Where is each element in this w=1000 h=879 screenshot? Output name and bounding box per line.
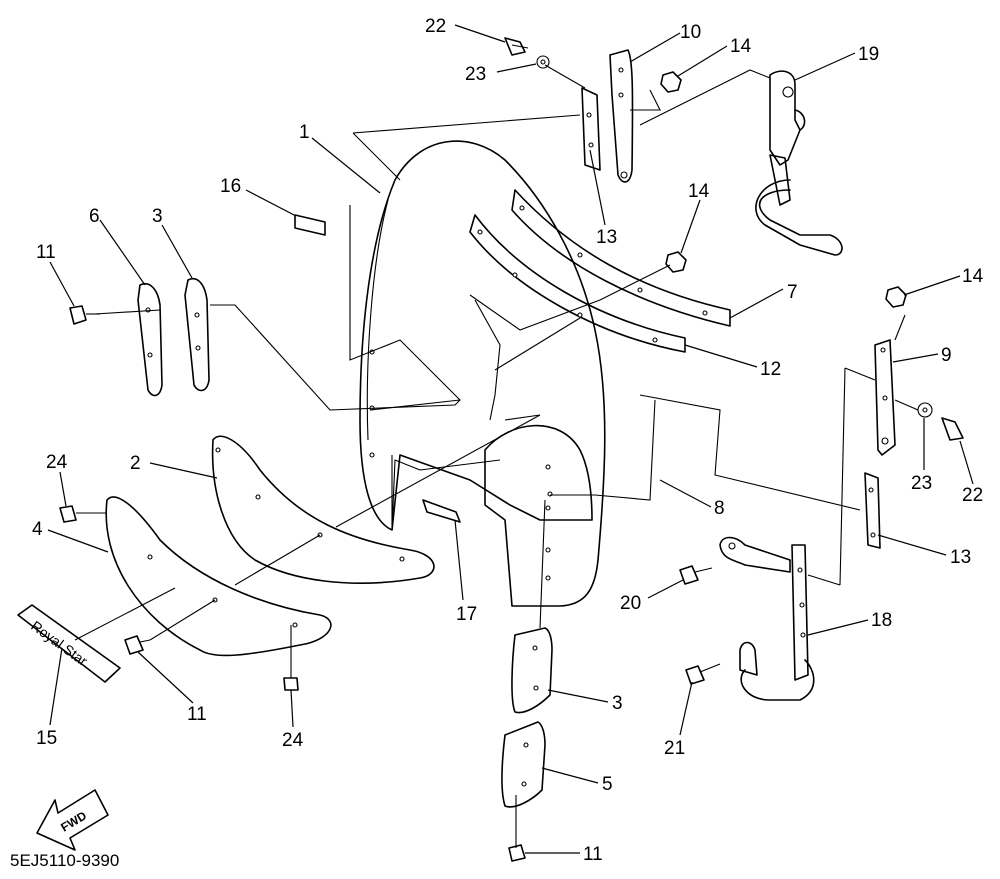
washer-23-right [917,402,933,418]
callout-label: 17 [456,604,477,625]
leader-lines [47,24,974,854]
callout-label: 1 [299,122,310,143]
bolt-20 [679,565,713,585]
deflector-part-2 [211,435,435,584]
callout-label: 3 [612,693,623,714]
forward-direction-arrow: FWD [36,789,109,851]
nut-14-upper [660,71,682,93]
callout-label: 22 [962,485,983,506]
callout-label: 24 [46,452,68,473]
callout-label: 3 [152,206,163,227]
callout-label: 8 [714,498,725,519]
bolt-11-left [69,305,100,325]
callout-label: 11 [583,844,603,865]
nut-14-right [885,286,907,308]
bracket-part-13-lower [864,472,881,549]
callout-label: 4 [32,519,43,540]
side-panel-part-3-upper [184,278,210,392]
bolt-11-bottom [508,835,526,862]
callout-label: 14 [962,266,984,287]
callout-label: 13 [950,547,971,568]
callout-label: 19 [858,44,879,65]
lower-panel-part-3 [511,627,553,714]
callout-label: 14 [688,181,710,202]
bolt-22-upper [504,37,529,56]
callout-label: 6 [89,206,100,227]
callout-label: 22 [425,16,446,37]
callout-label: 23 [465,64,486,85]
assembly-lines [74,64,919,835]
pad-part-16 [294,214,326,236]
bracket-part-10 [609,49,634,183]
callout-label: 9 [941,345,952,366]
callout-label: 5 [602,774,613,795]
callout-label: 23 [911,473,932,494]
trim-strip-part-7 [511,189,731,327]
bracket-part-9 [874,339,896,456]
bolt-11-lower [124,635,151,655]
callout-label: 7 [787,282,798,303]
nut-14-middle [665,251,687,273]
bolt-21 [685,663,721,685]
bolt-24-lower [283,660,299,691]
bolt-24-left [59,505,106,523]
side-panel-part-6 [137,283,163,397]
fasteners [59,37,964,862]
diagram-part-code: 5EJ5110-9390 [10,851,119,870]
decal-part-15: Royal Star [17,604,121,683]
mirror-stay-part-19 [755,70,843,256]
bracket-part-13-upper [581,87,601,171]
callout-label: 21 [664,738,685,759]
callout-label: 13 [596,227,617,248]
callout-label: 11 [187,704,207,725]
pad-part-17 [422,499,461,523]
windshield-part-1 [359,140,606,607]
lower-panel-part-5 [501,721,546,808]
callout-label: 15 [36,728,57,749]
callout-label: 18 [871,610,892,631]
lower-stay-part-18 [719,536,815,701]
bolt-22-right [941,417,964,441]
callout-label: 2 [130,453,141,474]
callout-label: 10 [680,22,701,43]
fwd-label: FWD [58,808,89,834]
callout-label: 24 [282,730,304,751]
callout-label: 14 [730,36,752,57]
callout-numbers: 22 23 10 14 19 1 16 13 14 6 3 11 7 14 9 … [32,16,984,865]
callout-label: 12 [760,359,781,380]
trim-strip-part-12 [469,214,686,353]
callout-label: 20 [620,593,641,614]
callout-label: 16 [220,176,241,197]
callout-label: 11 [36,242,56,263]
